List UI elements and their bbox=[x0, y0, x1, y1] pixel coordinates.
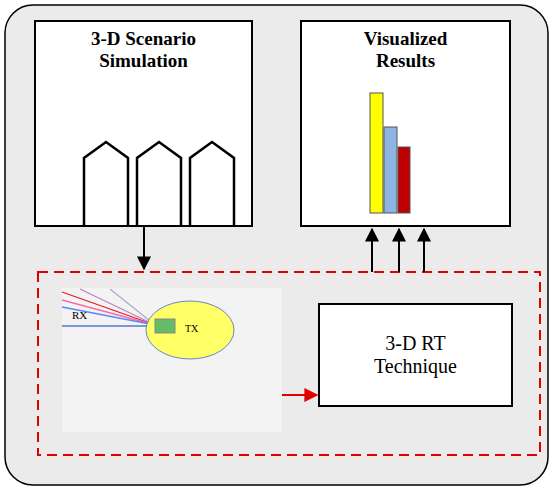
flow-arrow bbox=[282, 394, 317, 396]
tx-ellipse: TX bbox=[145, 300, 235, 360]
node-label: 3-D Scenario Simulation bbox=[74, 28, 214, 72]
box-fill bbox=[34, 20, 253, 227]
process-box: 3-D RT Technique bbox=[318, 303, 513, 407]
box-fill bbox=[300, 20, 511, 227]
dashed-region bbox=[38, 272, 540, 455]
process-box: Visualized Results bbox=[300, 20, 511, 227]
node-label: RX bbox=[72, 309, 102, 322]
node-label: 3-D RT Technique bbox=[361, 332, 471, 378]
outer-panel bbox=[5, 5, 548, 485]
node-label: Visualized Results bbox=[346, 28, 466, 72]
illustration-ground bbox=[62, 288, 282, 432]
ray-lines bbox=[62, 289, 155, 326]
box-fill bbox=[318, 303, 513, 407]
house-icons bbox=[84, 142, 234, 227]
node-label: TX bbox=[185, 323, 209, 335]
bar-chart-icon bbox=[370, 93, 410, 213]
illustration-panel: RX TX bbox=[62, 288, 282, 432]
process-box: 3-D Scenario Simulation bbox=[34, 20, 253, 227]
flow-arrows bbox=[144, 227, 424, 272]
